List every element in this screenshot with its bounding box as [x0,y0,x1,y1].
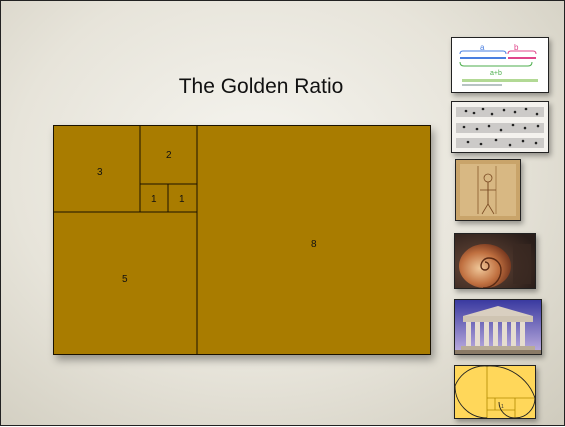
sheet-music-icon [452,102,548,152]
slide-title: The Golden Ratio [111,75,411,99]
parthenon-thumbnail[interactable] [454,299,542,355]
square-label: 1 [151,194,157,205]
ratio-diagram-thumbnail[interactable]: a b a+b [451,37,549,93]
square-label: 8 [311,239,317,250]
ratio-sum-label: a+b [490,70,502,77]
golden-rectangle-diagram: 3 2 1 1 5 8 [53,125,431,355]
golden-spiral-thumbnail[interactable]: 1 [454,365,536,419]
parthenon-icon [455,300,541,354]
vitruvian-sketch-thumbnail[interactable] [455,159,521,221]
thumbnail-column: a b a+b [451,37,551,427]
golden-spiral-icon: 1 [455,366,535,418]
sheet-music-thumbnail[interactable] [451,101,549,153]
square-label: 2 [166,150,172,161]
nautilus-shell-icon [455,234,535,288]
svg-text:1: 1 [501,404,504,410]
square-label: 1 [179,194,185,205]
square-label: 3 [97,167,103,178]
vitruvian-sketch-icon [456,160,520,220]
square-label: 5 [122,274,128,285]
nautilus-shell-thumbnail[interactable] [454,233,536,289]
golden-rectangle: 3 2 1 1 5 8 [53,125,431,355]
rectangle-fill [54,126,431,355]
ratio-diagram-icon: a b a+b [452,38,548,92]
